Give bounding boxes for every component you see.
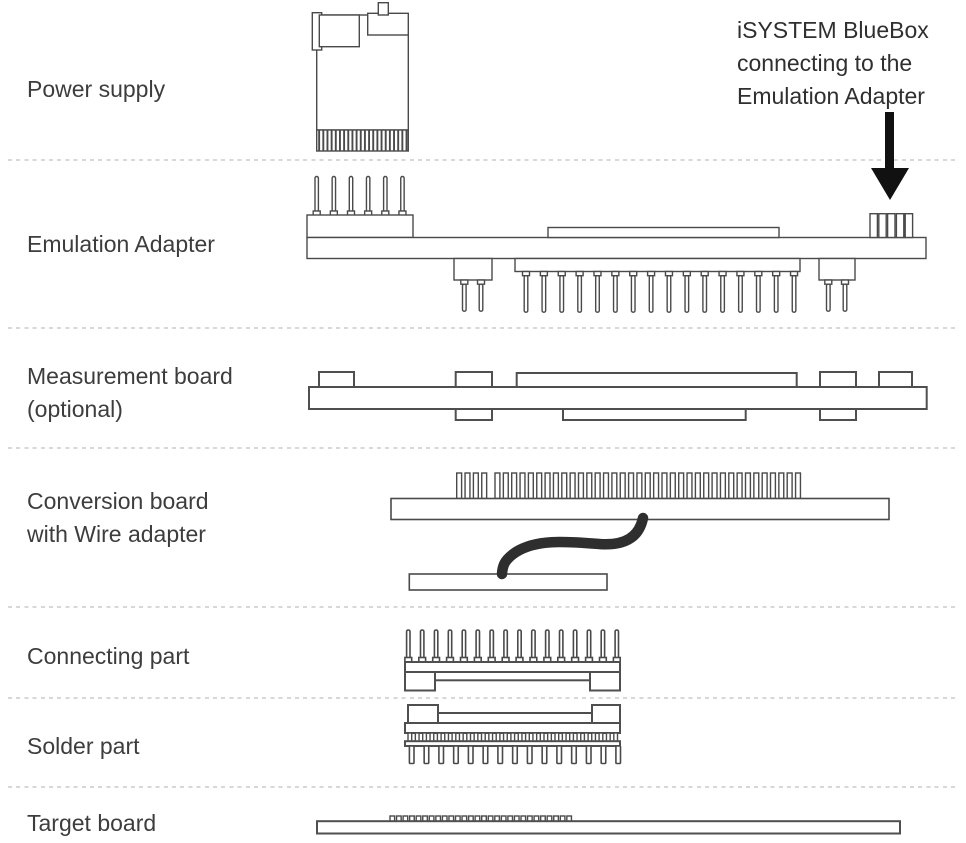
arrow-shaft (885, 112, 894, 170)
bottom-pins (521, 270, 799, 313)
connecting-pins (404, 629, 622, 663)
bluebox-annotation: iSYSTEM BlueBox connecting to the Emulat… (737, 14, 929, 113)
separator-2 (8, 327, 956, 329)
label-line: Conversion board (27, 488, 209, 514)
solder-middle-strip (437, 712, 593, 724)
top-comb-right (769, 472, 802, 500)
measurement-board-drawing (308, 371, 928, 421)
bottom-component (454, 408, 493, 421)
label-connecting-part: Connecting part (27, 640, 189, 673)
separator-4 (8, 606, 956, 608)
connecting-middle-strip (434, 671, 591, 682)
emulation-adapter-drawing (306, 175, 927, 313)
top-left-header (306, 214, 414, 239)
top-strip (515, 372, 798, 388)
label-line: Connecting part (27, 643, 190, 669)
label-conversion-board: Conversion board with Wire adapter (27, 485, 209, 551)
label-line: Emulation Adapter (27, 231, 215, 257)
annotation-line: iSYSTEM BlueBox (737, 17, 929, 43)
connecting-right-block (589, 671, 621, 692)
label-emulation-adapter: Emulation Adapter (27, 228, 215, 261)
target-board-body (316, 820, 901, 835)
conversion-board-drawing (390, 472, 890, 591)
solder-comb (407, 732, 619, 742)
label-line: Power supply (27, 76, 166, 102)
wire-adapter-board (408, 573, 608, 591)
connecting-part-drawing (404, 629, 622, 692)
top-component (819, 371, 857, 388)
label-measurement-board: Measurement board (optional) (27, 360, 233, 426)
top-comb-middle (494, 472, 768, 500)
top-plate (547, 226, 780, 239)
separator-1 (8, 159, 956, 161)
bottom-component (819, 408, 857, 421)
bottom-strip (562, 408, 747, 421)
bottom-left-socket (453, 257, 493, 281)
power-supply-nub (377, 2, 390, 16)
label-line: with Wire adapter (27, 521, 206, 547)
label-line: Target board (27, 810, 157, 836)
power-supply-drawing (311, 2, 409, 152)
down-arrow-icon (871, 112, 909, 200)
top-comb-left (456, 472, 488, 500)
bottom-right-socket (818, 257, 856, 281)
separator-3 (8, 447, 956, 449)
power-supply-inner-block (318, 14, 361, 48)
solder-left-block (407, 704, 439, 724)
adapter-board (306, 236, 927, 260)
arrow-head (871, 168, 909, 200)
annotation-line: connecting to the (737, 50, 913, 76)
label-line: Solder part (27, 733, 140, 759)
top-left-pins (312, 175, 407, 216)
label-power-supply: Power supply (27, 73, 165, 106)
connecting-header-bar (404, 661, 621, 673)
label-line: Measurement board (27, 363, 233, 389)
separator-6 (8, 786, 956, 788)
measurement-board-body (308, 386, 928, 410)
adapter-wire (496, 512, 649, 580)
bottom-pin-header (514, 257, 801, 273)
solder-part-drawing (404, 704, 622, 765)
bottom-left-pins (460, 279, 486, 312)
label-line: (optional) (27, 396, 123, 422)
top-component (318, 371, 355, 388)
top-component (878, 371, 913, 388)
separator-5 (8, 697, 956, 699)
connecting-left-block (404, 671, 436, 692)
label-target-board: Target board (27, 807, 156, 840)
bottom-right-pins (824, 279, 850, 312)
label-solder-part: Solder part (27, 730, 140, 763)
solder-header-bar (404, 722, 621, 734)
annotation-line: Emulation Adapter (737, 83, 925, 109)
target-board-drawing (316, 815, 901, 835)
solder-pins (408, 745, 622, 765)
solder-right-block (591, 704, 621, 724)
bluebox-connector (869, 212, 914, 239)
top-component (454, 371, 493, 388)
power-supply-top-block (367, 12, 409, 36)
